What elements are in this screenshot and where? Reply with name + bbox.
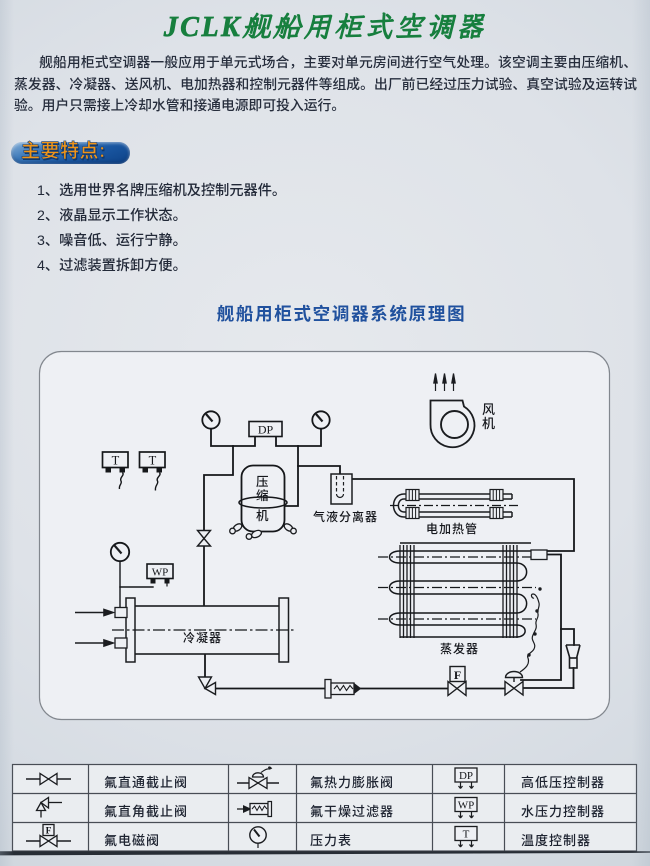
svg-text:T: T [463, 829, 470, 841]
svg-text:WP: WP [152, 567, 169, 579]
svg-text:DP: DP [258, 423, 274, 437]
svg-text:F: F [46, 827, 52, 837]
svg-text:DP: DP [459, 770, 473, 782]
svg-text:WP: WP [458, 800, 475, 812]
svg-text:F: F [454, 668, 461, 682]
svg-text:T: T [149, 454, 157, 468]
svg-text:T: T [112, 454, 120, 468]
